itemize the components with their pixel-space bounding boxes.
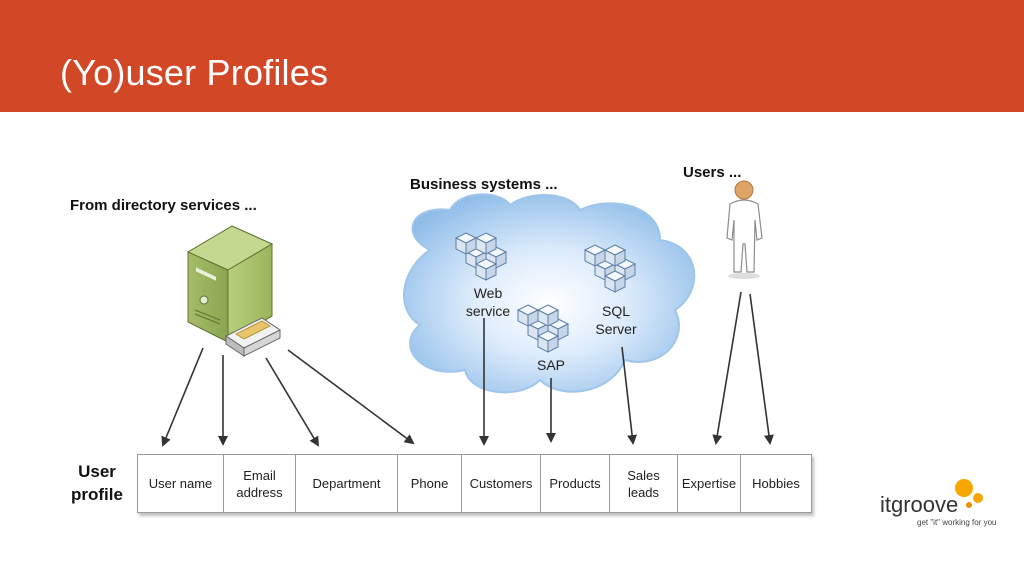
arrow-user-name xyxy=(161,347,204,447)
web-service-label-1: Web xyxy=(474,285,503,301)
field-products-text: Products xyxy=(549,476,601,491)
directory-services-label: From directory services ... xyxy=(70,197,257,214)
itgroove-logo: itgroove get "it" working for you xyxy=(880,478,1010,528)
logo-wordmark: itgroove xyxy=(880,492,959,517)
field-sales-line1: Sales xyxy=(627,467,660,483)
user-profile-label-line2: profile xyxy=(71,485,123,504)
field-customers-text: Customers xyxy=(469,476,533,491)
arrow-hobbies xyxy=(749,293,774,445)
web-service-label-2: service xyxy=(466,303,511,319)
field-products: Products xyxy=(541,455,610,512)
server-tower-icon xyxy=(186,225,281,357)
field-phone-text: Phone xyxy=(410,476,449,491)
sql-server-label-2: Server xyxy=(595,321,637,337)
field-sales-line2: leads xyxy=(627,484,660,500)
field-department-text: Department xyxy=(312,476,381,491)
sap-label: SAP xyxy=(537,357,565,373)
arrow-phone xyxy=(287,349,415,445)
field-expertise: Expertise xyxy=(678,455,741,512)
user-profile-label-line1: User xyxy=(78,462,116,481)
field-hobbies-text: Hobbies xyxy=(752,476,800,491)
field-hobbies: Hobbies xyxy=(741,455,811,512)
user-profile-label: User profile xyxy=(62,460,132,506)
field-sales-leads: Sales leads xyxy=(610,455,678,512)
sql-server-label-1: SQL xyxy=(602,303,630,319)
slide-title: (Yo)user Profiles xyxy=(60,52,329,93)
logo-dots-icon xyxy=(955,479,983,508)
field-expertise-text: Expertise xyxy=(681,476,737,491)
field-email-line2: address xyxy=(236,484,283,500)
arrow-expertise xyxy=(712,291,742,445)
logo-tagline: get "it" working for you xyxy=(917,518,997,527)
person-icon xyxy=(726,180,763,279)
field-email-line1: Email xyxy=(243,467,276,483)
user-profile-table: User name Email address Department Phone… xyxy=(137,454,812,513)
users-label: Users ... xyxy=(683,164,742,181)
field-email-address: Email address xyxy=(224,455,296,512)
field-user-name: User name xyxy=(138,455,224,512)
field-customers: Customers xyxy=(462,455,541,512)
field-phone: Phone xyxy=(398,455,462,512)
arrows xyxy=(161,291,774,447)
arrow-sales-leads xyxy=(621,346,638,445)
field-department: Department xyxy=(296,455,398,512)
field-user-name-text: User name xyxy=(148,476,213,491)
title-bar: (Yo)user Profiles xyxy=(0,0,1024,112)
business-systems-label: Business systems ... xyxy=(410,176,558,193)
arrow-department xyxy=(265,357,320,447)
